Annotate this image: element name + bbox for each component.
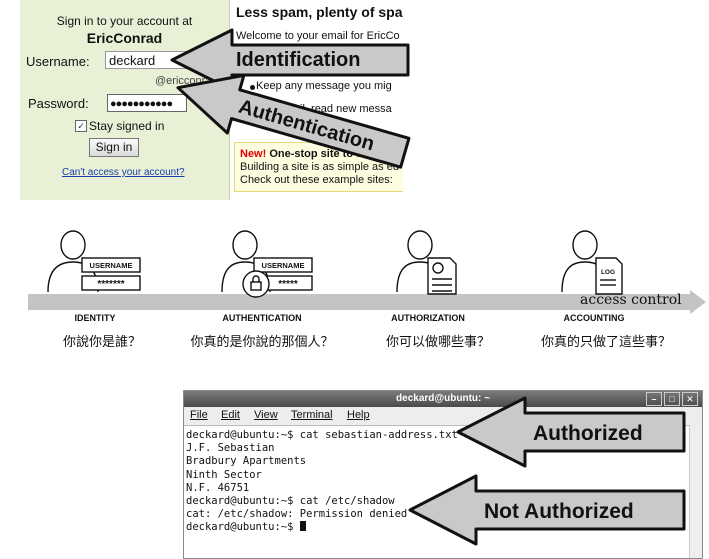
identification-arrow-icon: Identification — [170, 28, 410, 92]
sign-in-button[interactable]: Sign in — [89, 138, 139, 157]
card-password-text: ******* — [97, 279, 124, 290]
info-panel: Less spam, plenty of spac Welcome to you… — [230, 0, 403, 200]
timeline-arrow-icon — [28, 290, 706, 314]
info-bullet: Keep any message you mig — [256, 80, 392, 92]
not-authorized-arrow-icon: Not Authorized — [408, 474, 686, 546]
password-label: Password: — [28, 96, 89, 111]
menu-file[interactable]: File — [190, 409, 208, 421]
terminal-prompt: deckard@ubuntu:~$ — [186, 521, 300, 534]
username-label: Username: — [26, 54, 90, 69]
terminal-line: Bradbury Apartments — [186, 455, 307, 468]
terminal-line: N.F. 46751 — [186, 481, 250, 494]
promo-line: Check out these example sites: — [240, 174, 393, 186]
stay-signed-in-label: Stay signed in — [89, 119, 165, 133]
info-heading: Less spam, plenty of spac — [236, 4, 403, 20]
stage-question-authorization: 你可以做哪些事？ — [385, 335, 490, 350]
info-welcome-line: Welcome to your email for EricCo — [236, 30, 400, 42]
authorized-arrow-icon: Authorized — [456, 396, 686, 468]
minimize-icon[interactable]: – — [646, 392, 662, 406]
terminal-output[interactable]: deckard@ubuntu:~$ cat sebastian-address.… — [186, 429, 458, 535]
menu-help[interactable]: Help — [347, 409, 370, 421]
stage-question-accounting: 你真的只做了這些事？ — [540, 335, 671, 350]
menu-view[interactable]: View — [254, 409, 278, 421]
terminal-titlebar: deckard@ubuntu: ~ –□✕ — [184, 391, 702, 407]
terminal-line: deckard@ubuntu:~$ cat /etc/shadow — [186, 495, 395, 508]
not-authorized-callout: Not Authorized — [484, 500, 634, 523]
person-username-icon: USERNAME ******* — [47, 230, 141, 293]
cant-access-link[interactable]: Can't access your account? — [62, 167, 185, 178]
window-controls: –□✕ — [644, 392, 698, 406]
terminal-line: deckard@ubuntu:~$ cat sebastian-address.… — [186, 429, 458, 441]
password-field[interactable]: ●●●●●●●●●●● — [107, 94, 187, 112]
terminal-prompt-line: deckard@ubuntu:~$ — [186, 521, 458, 534]
card-password-text: ***** — [278, 279, 298, 290]
new-badge: New! — [240, 148, 267, 160]
person-lock-icon: USERNAME ***** — [221, 230, 313, 298]
terminal-line: cat: /etc/shadow: Permission denied — [186, 508, 408, 521]
log-text: LOG — [601, 269, 615, 276]
maximize-icon[interactable]: □ — [664, 392, 680, 406]
terminal-line: J.F. Sebastian — [186, 442, 275, 455]
menu-edit[interactable]: Edit — [221, 409, 240, 421]
stage-label-authentication: AUTHENTICATION — [222, 313, 302, 323]
promo-line: Building a site is as simple as ed — [240, 161, 399, 173]
person-checklist-icon — [396, 230, 457, 295]
access-control-label: access control — [580, 292, 682, 308]
person-log-icon: LOG — [561, 230, 623, 295]
card-username-text: USERNAME — [262, 261, 305, 270]
menu-terminal[interactable]: Terminal — [291, 409, 333, 421]
stay-signed-in-checkbox[interactable]: ✓ — [75, 120, 87, 132]
terminal-line: Ninth Sector — [186, 468, 262, 481]
bullet-icon — [250, 85, 255, 90]
card-username-text: USERNAME — [90, 261, 133, 270]
stage-question-identity: 你說你是誰？ — [62, 335, 141, 350]
close-icon[interactable]: ✕ — [682, 392, 698, 406]
stage-question-authentication: 你真的是你說的那個人？ — [190, 335, 334, 350]
sign-in-title: Sign in to your account at — [56, 14, 193, 28]
identification-callout: Identification — [236, 49, 360, 71]
stage-label-authorization: AUTHORIZATION — [391, 313, 465, 323]
stage-label-identity: IDENTITY — [74, 313, 116, 323]
account-domain-title: EricConrad — [86, 30, 163, 46]
terminal-scrollbar[interactable] — [689, 425, 702, 558]
terminal-title: deckard@ubuntu: ~ — [396, 393, 490, 404]
stage-label-accounting: ACCOUNTING — [563, 313, 625, 323]
cursor-icon — [299, 521, 306, 532]
authorized-callout: Authorized — [533, 422, 643, 445]
